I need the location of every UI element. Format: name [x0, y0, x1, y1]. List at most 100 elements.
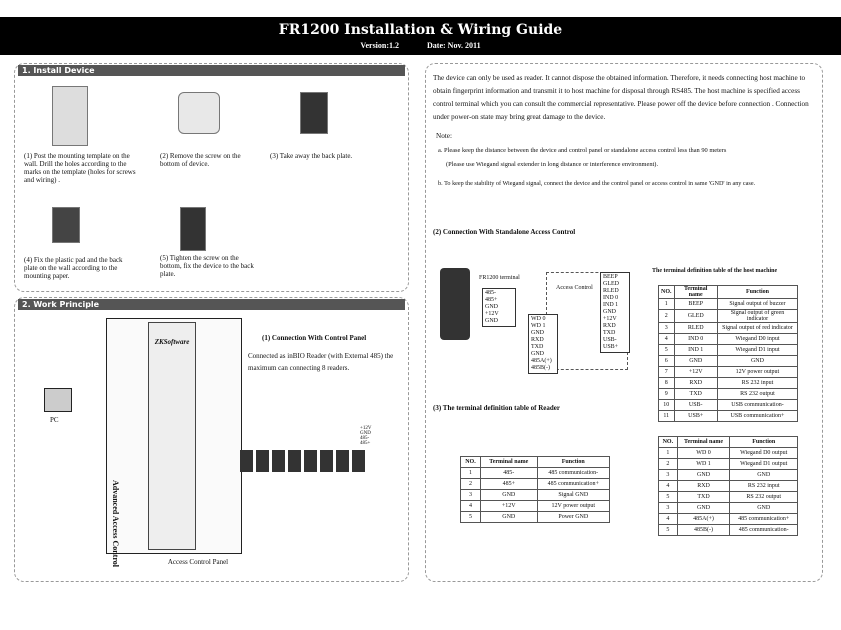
ac-pin: USB- [603, 337, 617, 343]
panel1-text: Connected as inBIO Reader (with External… [248, 352, 394, 372]
ac-pin: RXD [603, 323, 616, 329]
ac-pin: USB+ [603, 344, 619, 350]
ac-pin: GND [603, 309, 616, 315]
table-header: NO. [460, 456, 481, 468]
note-a: a. Please keep the distance between the … [438, 147, 727, 154]
reader-icon [352, 450, 365, 472]
ac-pin: RXD [531, 337, 544, 343]
ac-pin: GND [531, 351, 544, 357]
doc-title: FR1200 Installation & Wiring Guide [278, 22, 563, 38]
note-a2: (Please use Wiegand signal extender in l… [446, 161, 659, 168]
reader-icon [240, 450, 253, 472]
access-control-label: Access Control [556, 285, 593, 291]
bus-label: 485- [360, 436, 370, 441]
ac-pin: WD 0 [531, 316, 546, 322]
fr-pin: 485- [485, 290, 496, 296]
reader-row [240, 450, 380, 474]
ac-pin: IND 1 [603, 302, 619, 308]
ac-pin: TXD [531, 344, 544, 350]
fr1200-device [440, 268, 470, 340]
fr-pin: GND [485, 318, 498, 324]
bus-labels: +12V GND 485- 485+ [360, 426, 371, 446]
ac-pin: TXD [603, 330, 616, 336]
pc-label: PC [50, 416, 59, 424]
right-panel [425, 63, 823, 582]
fr-pin: +12V [485, 311, 499, 317]
panel1-title: (1) Connection With Control Panel [262, 334, 367, 342]
fr-pin: GND [485, 304, 498, 310]
reader-icon [288, 450, 301, 472]
pad-image [52, 207, 80, 243]
table-header: Terminal name [676, 436, 731, 448]
note-b: b. To keep the stability of Wiegand sign… [438, 180, 756, 187]
ac-pin: WD 1 [531, 323, 546, 329]
table-header: Function [536, 456, 611, 468]
reader-icon [256, 450, 269, 472]
intro-text: The device can only be used as reader. I… [433, 74, 809, 121]
ac-pin: RLED [603, 288, 619, 294]
step-1: (1) Post the mounting template on the wa… [24, 152, 136, 184]
work-panel [14, 297, 409, 582]
version-text: Version:1.2 [360, 41, 400, 50]
step-2: (2) Remove the screw on the bottom of de… [160, 152, 241, 168]
ac-top-pins: BEEP GLED RLED IND 0 IND 1 GND +12V RXD … [600, 272, 630, 353]
access-control-panel-label: Access Control Panel [167, 558, 229, 566]
reader-table-title: (3) The terminal definition table of Rea… [433, 404, 561, 412]
fr-pin-block: 485- 485+ GND +12V GND [482, 288, 516, 327]
table-header: Function [716, 285, 799, 299]
ac-pin: 485B(-) [531, 365, 550, 371]
fr-pin: 485+ [485, 297, 498, 303]
pc-icon [44, 388, 72, 412]
ac-pin: GND [531, 330, 544, 336]
device-text: Advanced Access Control [111, 480, 120, 567]
ac-pin: 485A(+) [531, 358, 552, 364]
bus-label: GND [360, 431, 371, 436]
date-text: Date: Nov. 2011 [427, 41, 481, 50]
doc-meta: Version:1.2 Date: Nov. 2011 [0, 41, 841, 50]
reader-icon [304, 450, 317, 472]
note-label: Note: [436, 132, 452, 140]
tighten-image [180, 207, 206, 251]
table-header: Terminal name [479, 456, 538, 468]
brand-logo: ZKSoftware [154, 338, 190, 346]
reader-icon [320, 450, 333, 472]
bus-label: 485+ [360, 441, 371, 446]
ac-pin: IND 0 [603, 295, 619, 301]
host-table-title: The terminal definition table of the hos… [652, 268, 778, 274]
table-header: NO. [658, 285, 675, 299]
backplate-image [300, 92, 328, 134]
work-heading: 2. Work Principle [18, 299, 405, 310]
ac-pin: +12V [603, 316, 617, 322]
screw-image [178, 92, 220, 134]
step-4: (4) Fix the plastic pad and the back pla… [24, 256, 123, 280]
table-header: Terminal name [673, 285, 718, 299]
step-5: (5) Tighten the screw on the bottom, fix… [160, 254, 254, 278]
table-header: NO. [658, 436, 678, 448]
ac-pin: BEEP [603, 274, 618, 280]
control-panel-strip [148, 322, 196, 550]
